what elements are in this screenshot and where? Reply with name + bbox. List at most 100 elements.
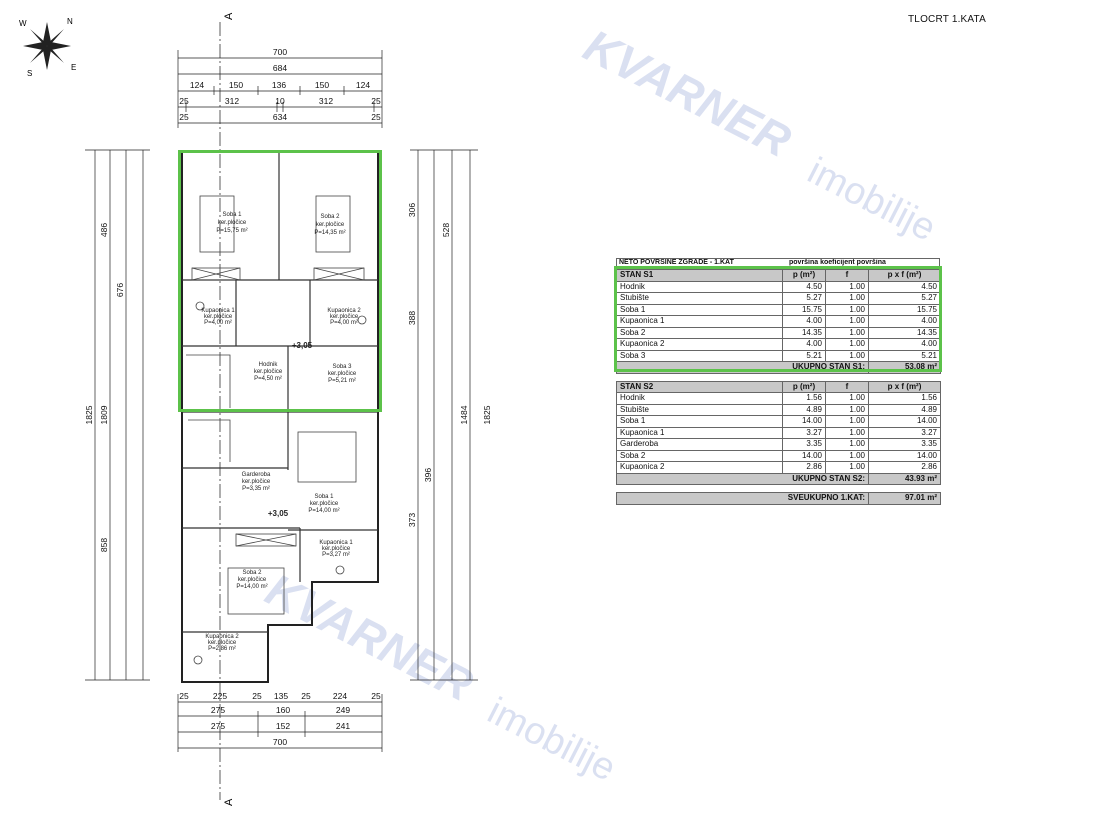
room-area: 14.00 (782, 415, 826, 428)
room-name: Kupaonica 2 (616, 461, 783, 474)
dim-bot1-6: 25 (371, 691, 381, 701)
room-name: Hodnik (616, 392, 783, 405)
col-pf: p x f (m²) (868, 380, 941, 393)
total-value: 43.93 m² (868, 472, 941, 485)
dim-top3-2: 136 (272, 80, 286, 90)
room-area: 3.27 (782, 426, 826, 439)
room-name: Soba 3 (616, 349, 783, 362)
room-s2-soba1-floor: ker.pločice (310, 501, 339, 507)
room-coef: 1.00 (825, 438, 869, 451)
dim-bot2-0: 275 (211, 705, 225, 715)
room-area: 1.56 (782, 392, 826, 405)
dim-bot2-2: 249 (336, 705, 350, 715)
room-s2-soba1-area: P=14,00 m² (308, 508, 339, 514)
compass-n: N (67, 17, 73, 26)
room-coef: 1.00 (825, 338, 869, 351)
dim-bot2-1: 160 (276, 705, 290, 715)
section-marker-top: A (223, 12, 235, 20)
room-area-net: 2.86 (868, 461, 941, 474)
dim-left-c: 676 (115, 283, 125, 297)
room-coef: 1.00 (825, 426, 869, 439)
room-coef: 1.00 (825, 326, 869, 339)
compass-rose-icon: N W S E (19, 17, 76, 78)
room-name: Kupaonica 2 (616, 338, 783, 351)
room-s1-soba1-floor: ker.pločice (218, 220, 247, 226)
dim-top3-0: 124 (190, 80, 204, 90)
compass-w: W (19, 19, 27, 28)
dim-top5-1: 634 (273, 112, 287, 122)
room-area-net: 1.56 (868, 392, 941, 405)
dim-top4-0: 25 (179, 96, 189, 106)
dim-right-a: 306 (407, 203, 417, 217)
room-area: 4.89 (782, 403, 826, 416)
dim-top3-1: 150 (229, 80, 243, 90)
room-s2-soba1-name: Soba 1 (314, 494, 334, 500)
level-marker-1: +3,05 (292, 341, 313, 350)
room-s1-soba2-floor: ker.pločice (316, 222, 345, 228)
room-area-net: 14.00 (868, 415, 941, 428)
room-area: 15.75 (782, 303, 826, 316)
room-area-net: 14.35 (868, 326, 941, 339)
col-p: p (m²) (782, 269, 826, 282)
room-name: Soba 1 (616, 415, 783, 428)
dim-right-c: 388 (407, 311, 417, 325)
level-marker-2: +3,05 (268, 509, 289, 518)
room-area: 4.00 (782, 338, 826, 351)
spacer (616, 484, 941, 493)
room-s2-kup2-name: Kupaonica 2 (205, 634, 239, 640)
room-s1-kup1-area: P=4,00 m² (204, 320, 232, 326)
room-s2-kup1-floor: ker.pločice (322, 546, 351, 552)
dim-right-b: 528 (441, 223, 451, 237)
dim-bot1-4: 25 (301, 691, 311, 701)
dim-bot1-2: 25 (252, 691, 262, 701)
room-area: 2.86 (782, 461, 826, 474)
room-area-net: 4.00 (868, 338, 941, 351)
room-area-net: 4.50 (868, 280, 941, 293)
room-s2-garderoba-floor: ker.pločice (242, 479, 271, 485)
room-s1-kup2-name: Kupaonica 2 (327, 308, 361, 314)
watermark-top-sub: imobilije (800, 150, 943, 250)
room-area-net: 15.75 (868, 303, 941, 316)
room-coef: 1.00 (825, 415, 869, 428)
room-coef: 1.00 (825, 280, 869, 293)
dim-right-d: 396 (423, 468, 433, 482)
stan-name: STAN S2 (616, 380, 783, 393)
room-area: 14.00 (782, 449, 826, 462)
dim-bot1-5: 224 (333, 691, 347, 701)
room-area-net: 4.00 (868, 315, 941, 328)
compass-s: S (27, 69, 32, 78)
dim-right-e: 373 (407, 513, 417, 527)
total-value: 53.08 m² (868, 361, 941, 374)
room-s1-hodnik-floor: ker.pločice (254, 369, 283, 375)
dim-top4-2: 10 (275, 96, 285, 106)
dim-right-mid: 1484 (459, 405, 469, 424)
room-name: Kupaonica 1 (616, 315, 783, 328)
room-area: 14.35 (782, 326, 826, 339)
room-area: 3.35 (782, 438, 826, 451)
section-marker-bottom: A (223, 798, 235, 806)
room-coef: 1.00 (825, 461, 869, 474)
dim-top4-4: 25 (371, 96, 381, 106)
dim-top4-1: 312 (225, 96, 239, 106)
room-s1-hodnik-name: Hodnik (259, 362, 279, 368)
dim-top3-3: 150 (315, 80, 329, 90)
room-s2-kup1-area: P=3,27 m² (322, 552, 350, 558)
dim-left-a: 486 (99, 223, 109, 237)
dim-bot3-2: 241 (336, 721, 350, 731)
watermark-top-brand: KVARNER (575, 18, 800, 167)
dim-top5-2: 25 (371, 112, 381, 122)
room-s1-soba2-name: Soba 2 (320, 214, 340, 220)
room-area-net: 3.35 (868, 438, 941, 451)
dim-bot1-0: 25 (179, 691, 189, 701)
